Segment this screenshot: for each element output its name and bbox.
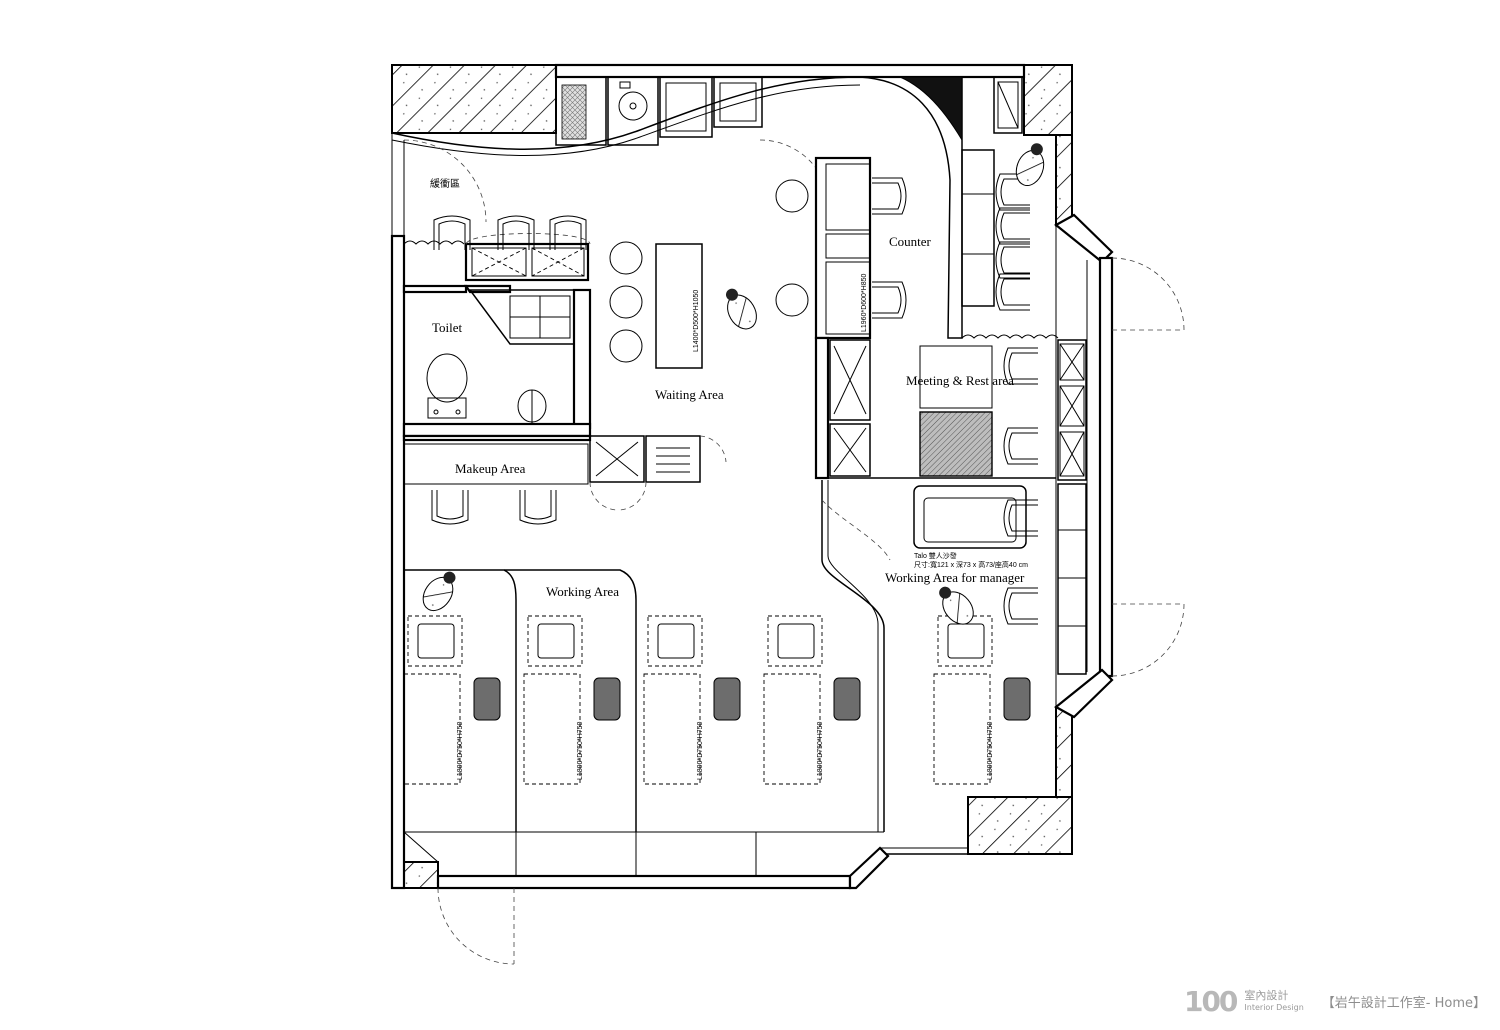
desk-outline — [403, 673, 461, 785]
people — [422, 143, 1045, 625]
makeup-area-label: Makeup Area — [455, 461, 526, 476]
toilet-label: Toilet — [432, 320, 463, 335]
desk-dimension: L1800*D750*H750 — [697, 722, 704, 780]
sofa — [913, 485, 1027, 549]
desk-dimension: L1800*D750*H750 — [987, 722, 994, 780]
sofa-note-line2: 尺寸:寬121 x 深73 x 高73/座高40 cm — [914, 560, 1028, 569]
waiting-area — [655, 243, 703, 369]
sofa-note-line1: Talo 雙人沙發 — [914, 551, 957, 560]
watermark-studio: 【岩午設計工作室- Home】 — [1321, 996, 1486, 1011]
desk-chair — [657, 623, 695, 659]
right-doors — [437, 257, 1185, 965]
armchair — [497, 215, 535, 250]
waiting-area-label: Waiting Area — [655, 387, 724, 402]
round-stool — [775, 179, 809, 213]
watermark: 100 室內設計 Interior Design 【岩午設計工作室- Home】 — [1184, 985, 1486, 1018]
desk-chair-outline — [407, 615, 463, 667]
round-stool — [775, 283, 809, 317]
entry-door-top — [403, 139, 831, 236]
round-stool — [609, 241, 643, 275]
structural-walls — [391, 64, 1073, 889]
desk-chair-outline — [937, 615, 993, 667]
buffer-zone-label: 緩衝區 — [430, 177, 460, 190]
working-area-manager-label: Working Area for manager — [885, 570, 1025, 585]
armchair — [433, 215, 471, 250]
desk-outline — [933, 673, 991, 785]
floor-mat — [1003, 677, 1031, 721]
working-area-label: Working Area — [546, 584, 619, 599]
counter-dimension: L1960*D600*H850 — [861, 274, 868, 332]
armchair — [519, 490, 557, 525]
person-figure — [939, 586, 974, 625]
desk-dimension: L1800*D750*H750 — [817, 722, 824, 780]
desk-chair-outline — [767, 615, 823, 667]
counter — [814, 149, 1059, 480]
armchair — [872, 177, 907, 215]
floor-mat — [833, 677, 861, 721]
pantry-counter — [391, 76, 1023, 339]
armchair — [1003, 499, 1038, 537]
armchair — [872, 281, 907, 319]
desk-chair — [417, 623, 455, 659]
counter-label: Counter — [889, 234, 932, 249]
outer-walls — [390, 63, 1026, 890]
person-figure — [726, 288, 757, 330]
waiting-table-dimension: L1400*D500*H1050 — [693, 290, 700, 352]
manager-partition — [821, 480, 891, 832]
desk-outline — [643, 673, 701, 785]
right-cabinets — [1057, 339, 1087, 675]
armchair — [995, 241, 1030, 279]
floor-mat — [713, 677, 741, 721]
round-stool — [609, 285, 643, 319]
desk-chair-outline — [527, 615, 583, 667]
desk-chair — [537, 623, 575, 659]
desk-dimension: L1800*D750*H750 — [457, 722, 464, 780]
floor-mat — [473, 677, 501, 721]
desk-chair — [947, 623, 985, 659]
round-stool — [609, 329, 643, 363]
desks: L1800*D750*H750 L1800*D750*H750 L1800*D750… — [403, 615, 1031, 785]
armchair — [1003, 347, 1038, 385]
desk-chair — [777, 623, 815, 659]
person-figure — [1015, 143, 1045, 186]
desk-outline — [523, 673, 581, 785]
meeting-rest-area-label: Meeting & Rest area — [906, 373, 1014, 388]
window-bay-right — [1054, 213, 1114, 719]
armchair — [431, 490, 469, 525]
makeup-area — [402, 434, 727, 511]
working-partitions — [403, 569, 757, 876]
watermark-logo: 100 — [1183, 985, 1238, 1018]
person-figure — [422, 571, 456, 612]
armchair — [995, 173, 1030, 211]
desk-chair-outline — [647, 615, 703, 667]
desk-dimension: L1800*D750*H750 — [577, 722, 584, 780]
armchair — [995, 207, 1030, 245]
floor-mat — [593, 677, 621, 721]
chairs — [431, 173, 1038, 625]
desk-outline — [763, 673, 821, 785]
toilet-room — [402, 233, 592, 438]
armchair — [1003, 427, 1038, 465]
watermark-en: Interior Design — [1244, 1002, 1304, 1012]
armchair — [995, 273, 1030, 311]
armchair — [1003, 587, 1038, 625]
armchair — [549, 215, 587, 250]
watermark-cn: 室內設計 — [1244, 988, 1289, 1002]
